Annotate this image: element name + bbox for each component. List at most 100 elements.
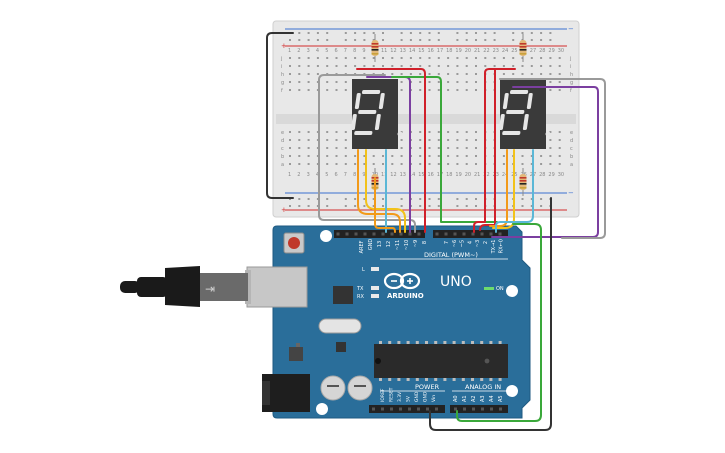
breadboard-hole[interactable] [475, 73, 477, 75]
rail-hole[interactable] [372, 198, 375, 200]
rail-hole[interactable] [484, 39, 487, 41]
breadboard-hole[interactable] [475, 81, 477, 83]
pin-socket[interactable] [471, 232, 475, 236]
breadboard-hole[interactable] [447, 155, 450, 157]
breadboard-hole[interactable] [289, 139, 291, 141]
breadboard-hole[interactable] [558, 147, 561, 149]
rail-hole[interactable] [493, 32, 496, 34]
breadboard-hole[interactable] [400, 57, 403, 59]
breadboard-hole[interactable] [363, 163, 366, 165]
breadboard-hole[interactable] [456, 65, 459, 67]
breadboard-hole[interactable] [363, 155, 366, 157]
breadboard-hole[interactable] [372, 65, 375, 67]
pin-socket[interactable] [462, 232, 466, 236]
rail-hole[interactable] [316, 39, 319, 41]
breadboard-hole[interactable] [447, 73, 450, 75]
pin-socket[interactable] [435, 407, 438, 411]
breadboard-hole[interactable] [335, 131, 338, 133]
pin-socket[interactable] [463, 407, 466, 411]
breadboard-hole[interactable] [382, 57, 384, 59]
breadboard-hole[interactable] [475, 65, 477, 67]
breadboard-hole[interactable] [419, 139, 422, 141]
breadboard-hole[interactable] [428, 131, 431, 133]
rail-hole[interactable] [456, 32, 459, 34]
breadboard-hole[interactable] [484, 65, 487, 67]
breadboard-hole[interactable] [465, 131, 468, 133]
breadboard-hole[interactable] [465, 155, 468, 157]
breadboard-hole[interactable] [419, 147, 422, 149]
breadboard-hole[interactable] [326, 139, 329, 141]
breadboard-hole[interactable] [298, 155, 301, 157]
breadboard-hole[interactable] [316, 89, 319, 91]
rail-hole[interactable] [382, 198, 384, 200]
rail-hole[interactable] [363, 198, 366, 200]
breadboard-hole[interactable] [437, 57, 440, 59]
breadboard-hole[interactable] [391, 73, 394, 75]
breadboard-hole[interactable] [437, 131, 440, 133]
breadboard-hole[interactable] [475, 139, 477, 141]
breadboard-hole[interactable] [307, 155, 310, 157]
breadboard-hole[interactable] [400, 147, 403, 149]
breadboard-hole[interactable] [428, 139, 431, 141]
breadboard-hole[interactable] [298, 139, 301, 141]
rail-hole[interactable] [307, 205, 310, 207]
breadboard-hole[interactable] [372, 57, 375, 59]
breadboard-hole[interactable] [409, 57, 412, 59]
breadboard-hole[interactable] [447, 81, 450, 83]
rail-hole[interactable] [540, 39, 543, 41]
breadboard-hole[interactable] [549, 81, 552, 83]
breadboard-hole[interactable] [419, 81, 422, 83]
breadboard-hole[interactable] [437, 89, 440, 91]
breadboard-hole[interactable] [391, 163, 394, 165]
breadboard-hole[interactable] [512, 57, 515, 59]
breadboard-hole[interactable] [363, 65, 366, 67]
breadboard-hole[interactable] [344, 139, 347, 141]
breadboard-hole[interactable] [344, 57, 347, 59]
rail-hole[interactable] [465, 39, 468, 41]
breadboard-hole[interactable] [335, 139, 338, 141]
breadboard-hole[interactable] [289, 73, 291, 75]
rail-hole[interactable] [326, 205, 329, 207]
breadboard-hole[interactable] [447, 131, 450, 133]
rail-hole[interactable] [475, 205, 477, 207]
breadboard-hole[interactable] [316, 139, 319, 141]
breadboard-hole[interactable] [307, 89, 310, 91]
rail-hole[interactable] [521, 198, 524, 200]
rail-hole[interactable] [354, 205, 357, 207]
rail-hole[interactable] [521, 32, 524, 34]
breadboard-hole[interactable] [549, 131, 552, 133]
breadboard-hole[interactable] [521, 155, 524, 157]
breadboard-hole[interactable] [465, 89, 468, 91]
breadboard-hole[interactable] [447, 89, 450, 91]
breadboard-hole[interactable] [502, 163, 505, 165]
breadboard-hole[interactable] [437, 163, 440, 165]
breadboard-hole[interactable] [400, 73, 403, 75]
breadboard-hole[interactable] [465, 57, 468, 59]
breadboard-hole[interactable] [307, 57, 310, 59]
pin-socket[interactable] [480, 232, 484, 236]
rail-hole[interactable] [372, 39, 375, 41]
pin-socket[interactable] [481, 407, 484, 411]
rail-hole[interactable] [493, 39, 496, 41]
rail-hole[interactable] [372, 205, 375, 207]
breadboard-hole[interactable] [316, 81, 319, 83]
breadboard-hole[interactable] [465, 65, 468, 67]
breadboard-hole[interactable] [558, 57, 561, 59]
breadboard-hole[interactable] [428, 57, 431, 59]
breadboard-hole[interactable] [372, 155, 375, 157]
breadboard-hole[interactable] [558, 89, 561, 91]
breadboard-hole[interactable] [307, 163, 310, 165]
rail-hole[interactable] [316, 198, 319, 200]
breadboard-hole[interactable] [437, 155, 440, 157]
breadboard-hole[interactable] [335, 57, 338, 59]
breadboard-hole[interactable] [549, 155, 552, 157]
usb-cable[interactable]: ⇥ [120, 266, 248, 307]
pin-socket[interactable] [454, 407, 457, 411]
rail-hole[interactable] [512, 32, 515, 34]
breadboard-hole[interactable] [540, 65, 543, 67]
rail-hole[interactable] [400, 39, 403, 41]
breadboard-hole[interactable] [475, 89, 477, 91]
breadboard-hole[interactable] [335, 65, 338, 67]
breadboard-hole[interactable] [298, 131, 301, 133]
breadboard-hole[interactable] [298, 73, 301, 75]
